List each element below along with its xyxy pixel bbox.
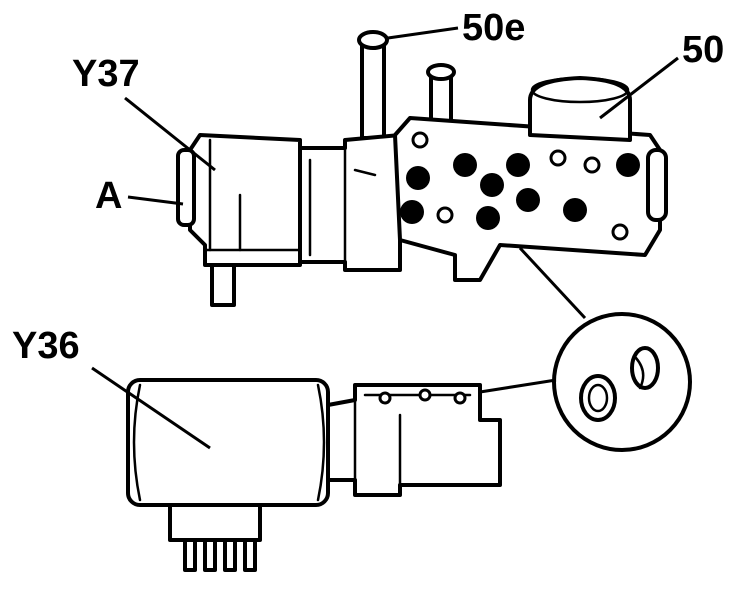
label-50: 50 (682, 29, 724, 71)
detail-connector-bottom (479, 378, 557, 394)
label-50e: 50e (462, 7, 525, 49)
valve-block-50 (393, 76, 668, 282)
mounting-bolt-left (357, 30, 389, 140)
detail-magnifier (552, 312, 692, 452)
label-y36: Y36 (12, 325, 80, 367)
label-a: A (95, 175, 122, 217)
leader-50 (599, 56, 679, 120)
leader-y36 (91, 366, 211, 450)
solenoid-y37 (176, 133, 302, 307)
valve-housing-upper (298, 133, 402, 272)
label-y37: Y37 (72, 53, 140, 95)
leader-50e (387, 26, 459, 40)
leader-a (127, 195, 184, 206)
solenoid-y36 (126, 378, 330, 572)
upper-valve-assembly (176, 30, 668, 307)
lower-valve-assembly (126, 246, 692, 572)
leader-y37 (124, 96, 216, 172)
label-leaders (91, 26, 679, 450)
valve-housing-lower (326, 383, 502, 497)
detail-connector-top (518, 246, 587, 320)
port-holes (400, 131, 640, 241)
